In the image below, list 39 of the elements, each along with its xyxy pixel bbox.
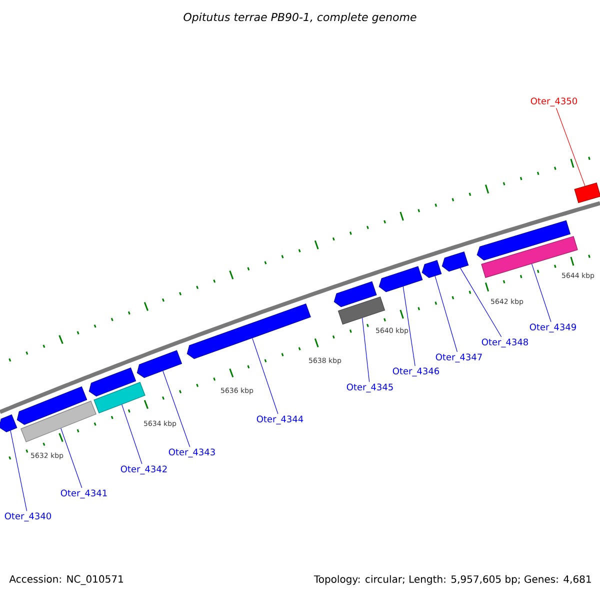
gene-block	[0, 414, 18, 432]
gene-block	[186, 303, 311, 359]
gene-label: Oter_4344	[256, 416, 304, 424]
gene-label: Oter_4341	[60, 490, 107, 498]
gene-block	[136, 350, 182, 378]
leader-line	[252, 338, 278, 414]
leader-line	[60, 428, 82, 488]
leader-line	[460, 268, 502, 338]
gene-block	[378, 266, 423, 292]
gene-label: Oter_4346	[392, 368, 440, 376]
gene-block	[16, 386, 88, 425]
gene-bar	[574, 182, 600, 204]
leader-line	[402, 286, 416, 366]
gene-label: Oter_4343	[168, 448, 215, 458]
summary-text: Topology: circular; Length: 5,957,605 bp; Genes: 4,681	[314, 575, 591, 585]
leader-line	[122, 404, 142, 464]
leader-line	[434, 276, 458, 352]
leader-line	[162, 370, 190, 448]
accession-text: Accession: NC_010571	[9, 575, 123, 585]
gene-label: Oter_4350	[530, 98, 578, 106]
gene-bar	[20, 400, 96, 442]
gene-block	[334, 281, 377, 308]
gene-label: Oter_4342	[120, 466, 167, 474]
leader-line	[362, 318, 370, 382]
title: Opitutus terrae PB90-1, complete genome	[184, 12, 416, 24]
gene-label: Oter_4347	[436, 354, 482, 362]
gene-label: Oter_4340	[4, 512, 52, 522]
gene-label: Oter_4349	[530, 324, 576, 332]
gene-block	[88, 367, 136, 396]
gene-block	[476, 220, 571, 260]
leader-line	[10, 430, 28, 512]
gene-block	[422, 260, 442, 278]
leader-line	[532, 264, 552, 322]
gene-block	[442, 251, 469, 272]
gene-label: Oter_4348	[482, 338, 528, 348]
gene-bar	[338, 296, 386, 325]
gene-label: Oter_4345	[346, 384, 393, 392]
leader-line	[556, 108, 586, 186]
gene-bar	[481, 236, 578, 278]
